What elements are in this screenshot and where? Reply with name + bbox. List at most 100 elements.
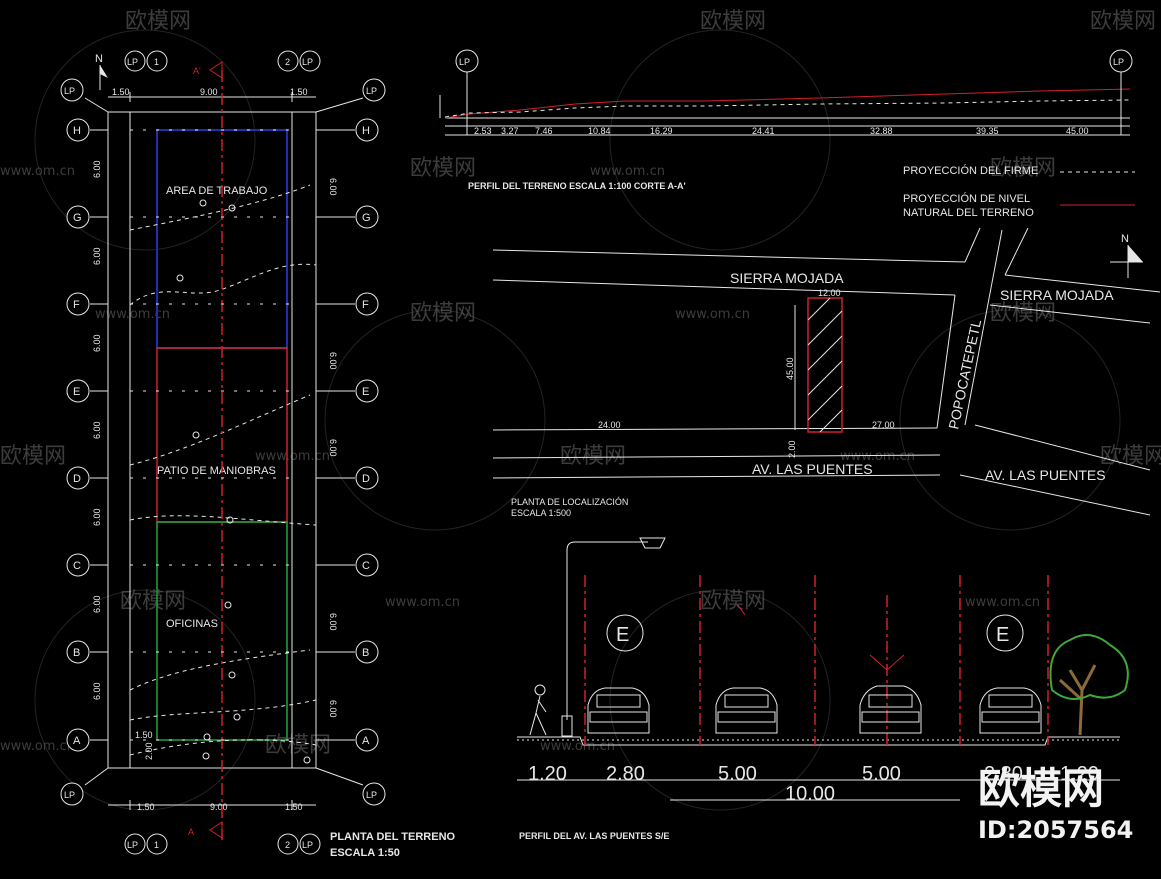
row-a-left: A [73, 735, 81, 747]
station: 16.29 [650, 126, 673, 136]
row-b-right: B [362, 647, 369, 659]
row-dim: 6.00 [92, 682, 102, 700]
row-dim: 6.00 [92, 595, 102, 613]
lot-hatch [807, 297, 843, 433]
watermark-site: www.om.cn [385, 595, 460, 610]
location-plan: SIERRA MOJADA SIERRA MOJADA POPOCATEPETL… [492, 227, 1161, 518]
legend-natural-label-2: NATURAL DEL TERRENO [903, 207, 1034, 219]
dim-top-right: 1.50 [290, 87, 308, 97]
car-icon [979, 687, 1042, 734]
street-sierra-mojada-right: SIERRA MOJADA [1000, 287, 1114, 303]
tree-icon [1049, 634, 1129, 736]
car-icon [587, 687, 650, 734]
dim-bottom-left: 1.50 [137, 802, 155, 812]
profile-lp-right: LP [1113, 57, 1124, 67]
level-markers [176, 199, 311, 764]
watermark-brand: 欧模网 [125, 9, 191, 34]
row-bubbles-left: H G F E D C B A [66, 118, 90, 752]
row-e-left: E [73, 386, 80, 398]
row-f-right: F [362, 299, 369, 311]
street-section: E E 1.20 2.80 5.00 5.00 2. [517, 537, 1129, 841]
row-h-right: H [362, 125, 370, 137]
legend-natural-label: PROYECCIÓN DE NIVEL [903, 192, 1030, 205]
row-dim: 6.00 [328, 700, 338, 718]
lp-tl: LP [64, 86, 75, 96]
plan-scale: ESCALA 1:50 [330, 847, 400, 859]
section-dim: 5.00 [862, 763, 901, 785]
row-dim: 6.00 [92, 508, 102, 526]
lp-top-1: LP [127, 57, 138, 67]
watermark-layer: 欧模网 欧模网 欧模网 欧模网 欧模网 www.om.cn www.om.cn … [0, 9, 1161, 811]
station: 24.41 [752, 126, 775, 136]
watermark-brand: 欧模网 [1090, 9, 1156, 34]
north-arrow-icon: N [95, 53, 108, 90]
row-dim: 2.00 [144, 742, 154, 760]
row-dim: 6.00 [328, 352, 338, 370]
location-title: PLANTA DE LOCALIZACIÓN [511, 497, 628, 507]
lane-marker-icon [606, 614, 644, 652]
section-dim: 1.20 [528, 763, 567, 785]
site-boundary [107, 111, 317, 769]
profile-lp-left: LP [459, 57, 470, 67]
zone-label-oficinas: OFICINAS [166, 618, 218, 630]
watermark-site: www.om.cn [840, 449, 915, 464]
dim-front-left: 24.00 [598, 420, 621, 430]
watermark-site: www.om.cn [95, 307, 170, 322]
dim-setback: 2.00 [787, 440, 797, 458]
lp-tr: LP [366, 86, 377, 96]
row-c-right: C [362, 560, 370, 572]
watermark-brand: 欧模网 [120, 589, 186, 614]
section-dim: 2.80 [606, 763, 645, 785]
row-dim: 6.00 [92, 160, 102, 178]
watermark-site: www.om.cn [965, 595, 1040, 610]
row-f-left: F [73, 299, 80, 311]
dim-front-right: 27.00 [872, 420, 895, 430]
watermark-brand: 欧模网 [990, 301, 1056, 326]
lane-marker-left: E [616, 624, 629, 646]
row-dim: 6.00 [92, 334, 102, 352]
row-h-left: H [73, 125, 81, 137]
lane-marker-icon [986, 614, 1024, 652]
legend-firm-label: PROYECCIÓN DEL FIRME [903, 164, 1038, 177]
station: 10.84 [588, 126, 611, 136]
site-plan: 1.50 9.00 1.50 1.50 9.00 1.50 AREA DE TR… [60, 50, 456, 859]
section-dim: 1.20 [1060, 763, 1099, 785]
dim-bottom-middle: 9.00 [210, 802, 228, 812]
grid-ticks [130, 129, 292, 741]
streetlight-icon [566, 541, 648, 720]
pedestrian-icon [529, 684, 547, 736]
car-icon [859, 685, 922, 734]
dim-top-left: 1.50 [112, 87, 130, 97]
row-c-left: C [73, 560, 81, 572]
firm-projection-line [444, 99, 1131, 118]
road-surface [517, 736, 1120, 746]
row-g-left: G [73, 212, 82, 224]
station: 2.53 [474, 126, 492, 136]
lp-bottom-1: LP [127, 840, 138, 850]
lp-top-2: LP [302, 57, 313, 67]
station: 7.46 [535, 126, 553, 136]
watermark-brand: 欧模网 [700, 9, 766, 34]
svg-text:N: N [95, 53, 103, 65]
terrain-profile: LP LP 2.53 3.27 7.46 10.84 16.29 24.41 3… [439, 49, 1135, 219]
plan-title: PLANTA DEL TERRENO [330, 831, 456, 843]
row-a-right: A [362, 735, 370, 747]
watermark-brand: 欧模网 [410, 301, 476, 326]
col-1-bottom: 1 [154, 840, 159, 850]
dim-bottom-right: 1.50 [285, 802, 303, 812]
row-b-left: B [73, 647, 80, 659]
row-dim: 6.00 [328, 613, 338, 631]
natural-ground-line [444, 88, 1131, 119]
col-2-top: 2 [285, 57, 290, 67]
lp-bottom-2: LP [302, 840, 313, 850]
street-las-puentes-right: AV. LAS PUENTES [985, 467, 1106, 483]
dim-lot-width: 12.00 [818, 288, 841, 298]
watermark-brand: 欧模网 [560, 444, 626, 469]
station: 3.27 [501, 126, 519, 136]
row-dim: 6.00 [92, 421, 102, 439]
svg-text:N: N [1121, 233, 1129, 245]
dim-top-middle: 9.00 [200, 87, 218, 97]
section-dim: 5.00 [718, 763, 757, 785]
lot-outline [807, 297, 843, 433]
section-total: 10.00 [785, 783, 835, 805]
